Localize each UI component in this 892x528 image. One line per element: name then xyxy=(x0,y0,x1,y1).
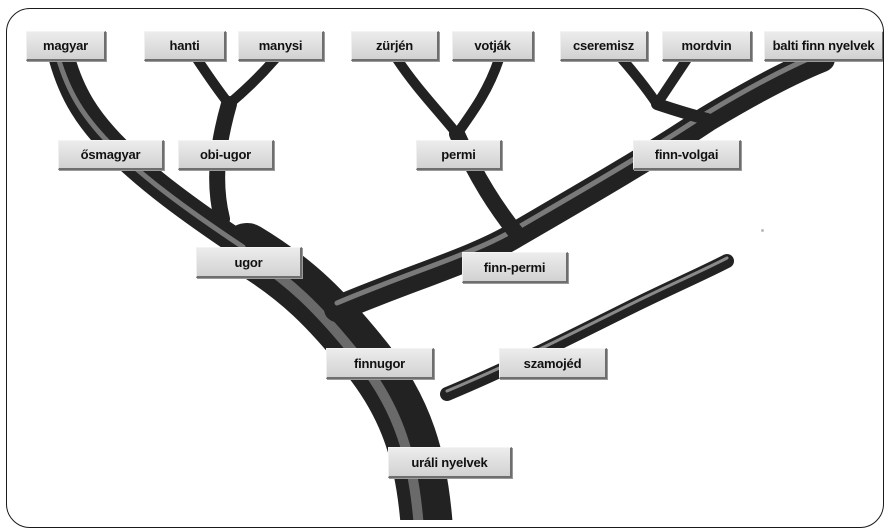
node-hanti: hanti xyxy=(144,31,226,61)
branch-cseremisz xyxy=(617,54,662,109)
node-finnugor: finnugor xyxy=(326,348,434,379)
branch-szamojed xyxy=(440,254,734,401)
node-szamojed: szamojéd xyxy=(499,348,607,379)
node-ugor: ugor xyxy=(196,247,302,278)
branch-mordvin xyxy=(652,54,692,109)
branch-zurjen xyxy=(392,54,462,139)
node-permi: permi xyxy=(416,140,502,170)
node-mordvin: mordvin xyxy=(662,31,752,61)
node-finn-permi: finn-permi xyxy=(462,252,568,283)
node-urali: uráli nyelvek xyxy=(388,447,512,478)
branch-manysi xyxy=(224,54,280,109)
node-zurjen: zürjén xyxy=(351,31,439,61)
node-finn-volgai: finn-volgai xyxy=(633,140,741,170)
node-cseremisz: cseremisz xyxy=(560,31,648,61)
branch-hanti xyxy=(192,54,234,109)
speck xyxy=(761,229,764,232)
tree-branches xyxy=(49,46,835,520)
diagram-frame: magyar hanti manysi zürjén votják cserem… xyxy=(6,8,884,528)
node-balti-finn: balti finn nyelvek xyxy=(764,31,883,61)
node-obi-ugor: obi-ugor xyxy=(178,140,274,170)
node-manysi: manysi xyxy=(238,31,324,61)
node-osmagyar: ősmagyar xyxy=(58,140,164,170)
node-magyar: magyar xyxy=(26,31,106,61)
branch-votjak xyxy=(452,54,504,139)
node-votjak: votják xyxy=(452,31,534,61)
branch-finn-permi xyxy=(324,46,835,322)
